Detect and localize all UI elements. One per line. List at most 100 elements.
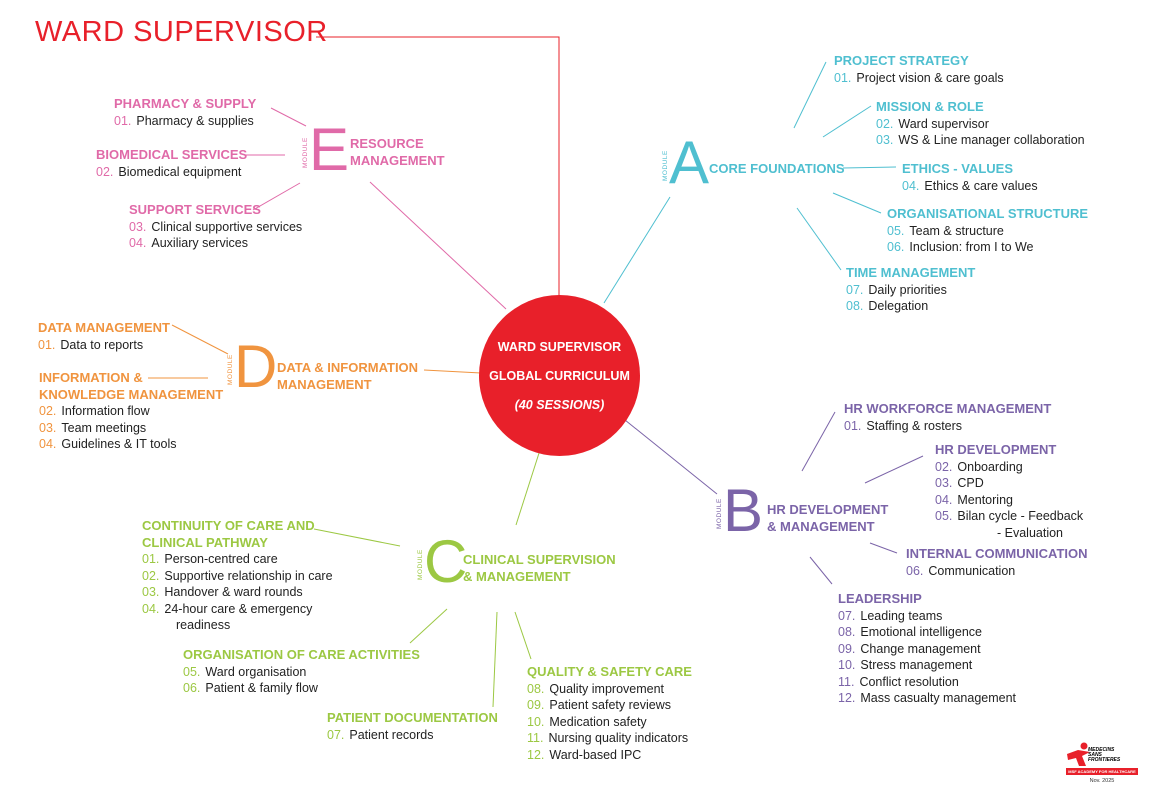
module-e-title-line: RESOURCE	[350, 136, 424, 151]
session-title: WS & Line manager collaboration	[898, 133, 1085, 147]
session-title: Patient & family flow	[205, 681, 318, 695]
session-item: 01. Person-centred care	[142, 551, 333, 568]
module-e-letter: E	[309, 116, 350, 183]
module-b-title-line: HR DEVELOPMENT	[767, 502, 889, 517]
session-item: 04. Ethics & care values	[902, 178, 1038, 195]
document-date: Nov. 2025	[1089, 778, 1115, 784]
session-item: 11.Conflict resolution	[838, 674, 1016, 691]
session-title: Clinical supportive services	[151, 219, 303, 234]
module-b-branch-line	[864, 455, 924, 484]
session-title: Delegation	[868, 299, 929, 313]
msf-running-man-icon	[1067, 742, 1090, 766]
session-number: 01.	[142, 552, 160, 566]
session-title: Patient safety reviews	[549, 698, 671, 712]
session-item: 06.Communication	[906, 563, 1088, 580]
session-number: 02.	[876, 116, 894, 131]
session-item: 01.Data to reports	[38, 337, 170, 354]
session-title: Team meetings	[61, 420, 147, 435]
session-number: 06.	[887, 240, 905, 254]
module-d-branch-line	[171, 324, 229, 355]
session-title: Onboarding	[957, 459, 1023, 474]
module-b-branch-line	[869, 542, 898, 554]
session-number: 12.	[838, 691, 856, 705]
module-c-branch-line	[514, 611, 532, 660]
topic-heading: INFORMATION &	[39, 370, 143, 385]
module-b-letter: B	[723, 477, 764, 544]
session-number: 04.	[902, 178, 920, 193]
center-line-2: GLOBAL CURRICULUM	[489, 369, 630, 383]
module-a-title: CORE FOUNDATIONS	[709, 161, 845, 178]
session-item: 05.Ward organisation	[183, 664, 420, 681]
session-number: 04.	[129, 236, 147, 250]
session-item: 06.Inclusion: from I to We	[887, 239, 1088, 256]
session-title: Emotional intelligence	[860, 625, 982, 639]
session-item: 02.Information flow	[39, 403, 223, 420]
topic-heading: BIOMEDICAL SERVICES	[96, 147, 248, 162]
session-number: 03.	[39, 420, 57, 435]
session-title: Daily priorities	[868, 282, 947, 297]
session-title: Biomedical equipment	[118, 164, 242, 179]
session-item: 08.Quality improvement	[527, 681, 692, 698]
session-title: Conflict resolution	[859, 674, 959, 689]
session-item: 08. Delegation	[846, 298, 975, 315]
module-d-topic: DATA MANAGEMENT 01.Data to reports	[38, 320, 170, 353]
session-item: 03. Team meetings	[39, 420, 223, 437]
session-number: 11.	[527, 731, 544, 745]
session-number: 01.	[114, 113, 132, 128]
topic-heading: SUPPORT SERVICES	[129, 202, 261, 217]
module-a-branch-line	[793, 61, 827, 129]
topic-heading: ORGANISATION OF CARE ACTIVITIES	[183, 647, 420, 662]
session-number: 09.	[838, 641, 856, 656]
module-b-branch-line	[809, 556, 833, 585]
module-a-label: MODULE	[662, 150, 669, 181]
session-title: Auxiliary services	[151, 236, 248, 250]
topic-heading: DATA MANAGEMENT	[38, 320, 170, 335]
session-title: Person-centred care	[164, 552, 278, 566]
session-title: Staffing & rosters	[866, 418, 963, 433]
module-c-letter: C	[424, 528, 468, 595]
module-d-label: MODULE	[227, 354, 234, 385]
session-title: Nursing quality indicators	[548, 731, 689, 745]
session-number: 03.	[142, 585, 160, 599]
module-a-branch-line	[796, 207, 842, 271]
module-e-branch-line	[270, 107, 307, 127]
session-number: 10.	[838, 658, 856, 672]
session-title: Team & structure	[909, 223, 1004, 238]
session-item: 04.Mentoring	[935, 492, 1083, 509]
session-number: 02.	[39, 404, 57, 418]
session-item: 12.Mass casualty management	[838, 690, 1016, 707]
session-number: 02.	[96, 164, 114, 179]
topic-heading: PATIENT DOCUMENTATION	[327, 710, 498, 725]
session-number: 02.	[142, 568, 160, 583]
session-title: Ethics & care values	[924, 178, 1038, 193]
session-number: 09.	[527, 698, 545, 712]
session-title: Patient records	[349, 727, 434, 742]
center-sessions: (40 SESSIONS)	[514, 398, 605, 412]
hub-to-module-d-line	[423, 369, 482, 374]
session-number: 08.	[527, 681, 545, 696]
session-item: 06.Patient & family flow	[183, 680, 420, 697]
module-a-branch-line	[832, 192, 882, 214]
session-item: 05. Bilan cycle - Feedback	[935, 508, 1083, 525]
module-b-label: MODULE	[716, 498, 723, 529]
session-number: 05.	[935, 509, 953, 523]
module-b-title-line: & MANAGEMENT	[767, 518, 875, 534]
msf-name: MEDECINS SANS FRONTIERES	[1088, 747, 1121, 763]
session-title: Bilan cycle - Feedback	[957, 509, 1084, 523]
session-item: 03.Clinical supportive services	[129, 219, 302, 236]
session-title-continued: - Evaluation	[997, 525, 1064, 540]
module-e-title-line: MANAGEMENT	[350, 152, 445, 168]
session-title: Guidelines & IT tools	[61, 437, 177, 451]
session-item: 01.Project vision & care goals	[834, 70, 1004, 87]
session-item: 03.CPD	[935, 475, 1083, 492]
module-c-branch-line	[409, 608, 448, 644]
session-item: 02.Ward supervisor	[876, 116, 1085, 133]
session-number: 08.	[846, 299, 864, 313]
